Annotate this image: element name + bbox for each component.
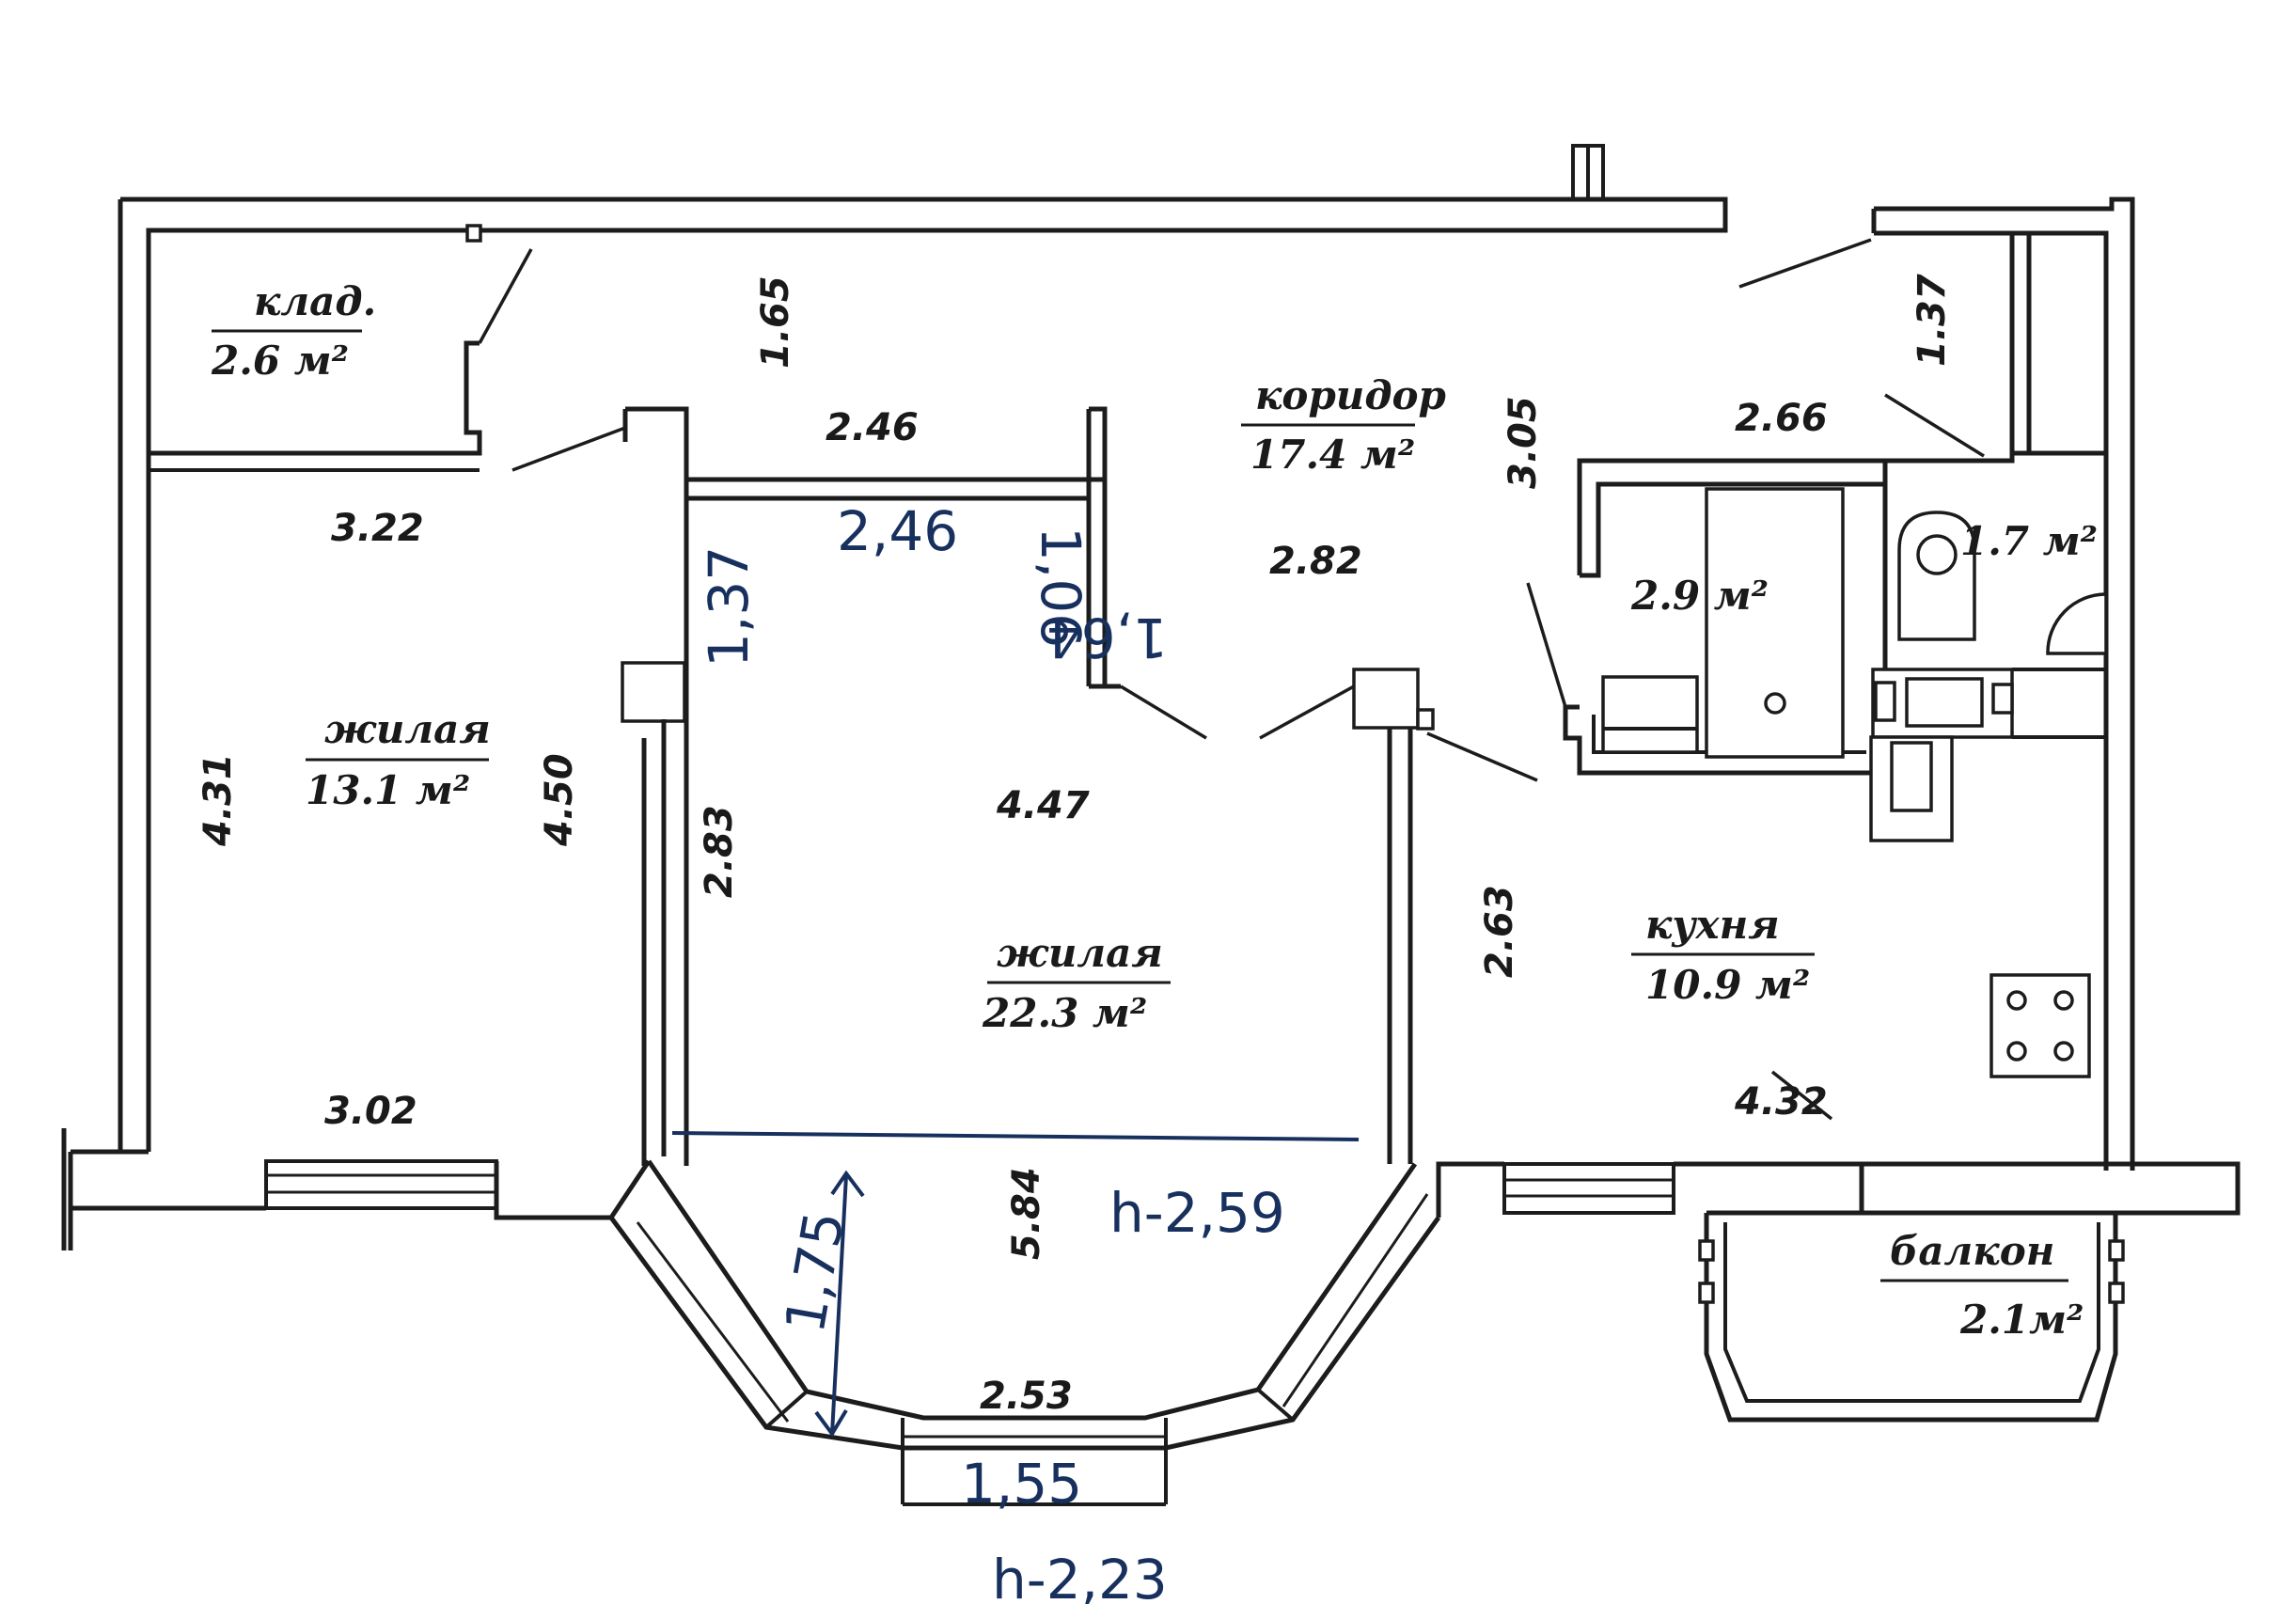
walls [61, 144, 2241, 1506]
living-small-area: 13.1 м² [306, 767, 470, 813]
toilet-bowl [1897, 511, 1976, 641]
hand-floor-line [671, 1131, 1360, 1141]
dim-toilet-w: 2.66 [1735, 397, 1828, 440]
burner-icon [2053, 990, 2074, 1011]
stove [1989, 973, 2091, 1078]
sink-arc [2046, 592, 2108, 655]
dim-living-small-top: 3.22 [331, 507, 424, 550]
storage-area: 2.6 м² [211, 338, 349, 384]
bathtub [1705, 487, 1845, 759]
ceiling-lower: h-2,23 [992, 1548, 1168, 1604]
dim-living-large-bay: 5.84 [1005, 1167, 1048, 1260]
living-small-name: жилая [324, 706, 491, 752]
burner-icon [2006, 1041, 2027, 1061]
bath-cabinet [1601, 675, 1699, 754]
dim-corridor-h: 1.65 [754, 275, 797, 369]
dim-kitchen-left: 2.63 [1478, 885, 1521, 978]
hand-note-155: 1,55 [961, 1452, 1082, 1516]
balcony-name: балкон [1890, 1228, 2054, 1274]
dim-living-large-bay-bottom: 2.53 [980, 1375, 1073, 1418]
toilet-area: 1.7 м² [1960, 518, 2098, 564]
dim-toilet-h: 1.37 [1911, 274, 1954, 367]
burner-icon [2006, 990, 2027, 1011]
dim-corridor-center: 2.82 [1269, 540, 1362, 583]
dim-living-large-top: 4.47 [996, 784, 1090, 827]
doors [478, 238, 1985, 1121]
corridor-area: 17.4 м² [1250, 432, 1415, 478]
hand-note-137: 1,37 [697, 546, 761, 668]
dimensions: 1.65 2.46 3.05 2.82 1.37 2.66 3.22 4.31 … [197, 274, 1954, 1418]
dim-corridor-v: 3.05 [1502, 396, 1545, 489]
living-large-name: жилая [997, 930, 1163, 976]
hand-note-175: 1,75 [773, 1206, 857, 1337]
storage-name: клад. [254, 278, 376, 324]
bathroom-area: 2.9 м² [1630, 573, 1769, 619]
dim-living-small-bottom: 3.02 [324, 1090, 417, 1133]
kitchen-name: кухня [1645, 902, 1780, 948]
dim-living-small-right: 4.50 [538, 753, 581, 847]
ceiling-upper: h-2,59 [1109, 1181, 1285, 1245]
balcony-area: 2.1м² [1959, 1297, 2084, 1343]
room-labels: клад. 2.6 м² коридор 17.4 м² 2.9 м² 1.7 … [211, 278, 2098, 1343]
burner-icon [2053, 1041, 2074, 1061]
hand-arrow-line [830, 1174, 848, 1435]
handwritten-notes: 2,46 1,37 1,06 1,64 h-2,59 1,75 1,55 h-2… [671, 499, 1360, 1604]
fixtures [1601, 487, 2108, 1078]
hand-note-246: 2,46 [837, 499, 958, 563]
corridor-name: коридор [1255, 372, 1446, 418]
dim-corridor-w: 2.46 [826, 406, 919, 449]
hand-note-106: 1,06 [1029, 527, 1093, 648]
dim-kitchen-bottom: 4.32 [1734, 1080, 1828, 1124]
hand-note-164: 1,64 [1046, 605, 1168, 669]
living-large-area: 22.3 м² [982, 990, 1147, 1036]
drain-icon [1764, 692, 1786, 715]
dim-living-large-left: 2.83 [698, 805, 741, 898]
kitchen-area: 10.9 м² [1645, 962, 1810, 1008]
dim-living-small-left: 4.31 [197, 753, 240, 847]
